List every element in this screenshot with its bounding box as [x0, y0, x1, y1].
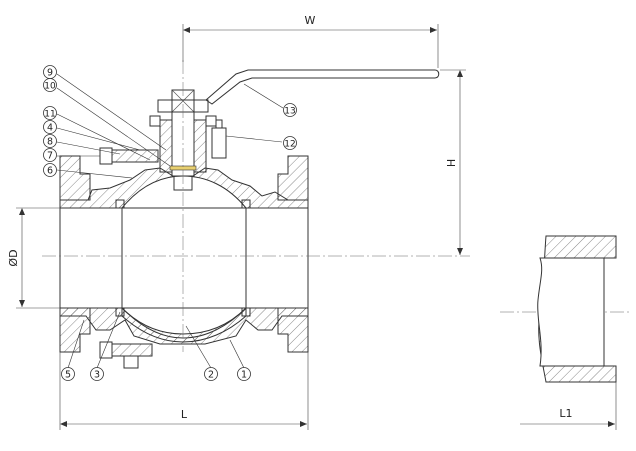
end-detail-view — [537, 235, 617, 383]
callout-1: 1 — [237, 367, 251, 381]
callout-4-label: 4 — [47, 123, 53, 134]
drain-plug — [111, 343, 153, 357]
drain-nut — [99, 341, 113, 359]
callout-2-label: 2 — [208, 370, 214, 381]
drain-cap — [123, 355, 139, 369]
seat-bottom-right — [241, 307, 251, 317]
stop-screw — [211, 127, 227, 159]
callout-5-label: 5 — [65, 370, 71, 381]
dim-w-label: W — [305, 14, 316, 27]
leader-12 — [225, 135, 283, 143]
callout-6-label: 6 — [47, 166, 53, 177]
dim-l-label: L — [181, 408, 188, 421]
callout-11-label: 11 — [44, 110, 55, 120]
dim-l1-label: L1 — [559, 407, 572, 420]
callout-12-label: 12 — [284, 140, 295, 150]
packing-left — [159, 119, 173, 173]
stem-assembly — [99, 89, 227, 191]
right-flange-top — [277, 155, 309, 201]
callout-7-label: 7 — [47, 151, 53, 162]
dimension-h: H — [440, 69, 466, 255]
left-bolt — [111, 149, 159, 163]
dimension-w: W — [182, 14, 439, 68]
leader-1 — [229, 339, 245, 369]
callout-8: 8 — [43, 134, 57, 148]
dimension-l1: L1 — [520, 382, 617, 430]
gland-right — [205, 115, 217, 127]
valve-body — [59, 155, 309, 353]
left-flange-top — [59, 155, 91, 201]
callout-5: 5 — [61, 367, 75, 381]
callout-2: 2 — [204, 367, 218, 381]
callout-6: 6 — [43, 163, 57, 177]
leader-8 — [56, 141, 121, 155]
leader-4 — [56, 127, 141, 151]
leader-9 — [56, 73, 167, 151]
lever-arm — [205, 69, 440, 105]
leader-11 — [56, 113, 151, 161]
callout-13-label: 13 — [284, 107, 295, 117]
callout-7: 7 — [43, 148, 57, 162]
callout-8-label: 8 — [47, 137, 53, 148]
callout-11: 11 — [43, 106, 57, 120]
callout-leaders — [56, 73, 284, 369]
bottom-drain — [99, 341, 153, 369]
leader-10 — [56, 87, 171, 167]
dimension-l: L — [59, 352, 309, 430]
callout-9-label: 9 — [47, 68, 53, 79]
callout-12: 12 — [283, 136, 297, 150]
end-detail-bore — [537, 257, 605, 367]
packing-right — [193, 119, 207, 173]
seat-top-right — [241, 199, 251, 209]
handle-lever — [205, 69, 440, 105]
dimension-d: ØD — [7, 207, 60, 309]
gland-left — [149, 115, 161, 127]
stop-screw-head — [215, 119, 223, 129]
callout-10: 10 — [43, 78, 57, 92]
dim-d-label: ØD — [7, 249, 20, 266]
callout-3: 3 — [90, 367, 104, 381]
leader-2 — [185, 325, 212, 369]
seat-top-left — [115, 199, 125, 209]
callout-3-label: 3 — [94, 370, 100, 381]
dim-h-label: H — [445, 159, 458, 167]
leader-3 — [96, 311, 121, 369]
callout-4: 4 — [43, 120, 57, 134]
callout-13: 13 — [283, 103, 297, 117]
callout-9: 9 — [43, 65, 57, 79]
leader-13 — [243, 83, 284, 109]
callout-10-label: 10 — [44, 82, 56, 92]
callout-1-label: 1 — [241, 370, 247, 381]
leader-5 — [67, 319, 85, 369]
leader-6 — [56, 169, 133, 179]
